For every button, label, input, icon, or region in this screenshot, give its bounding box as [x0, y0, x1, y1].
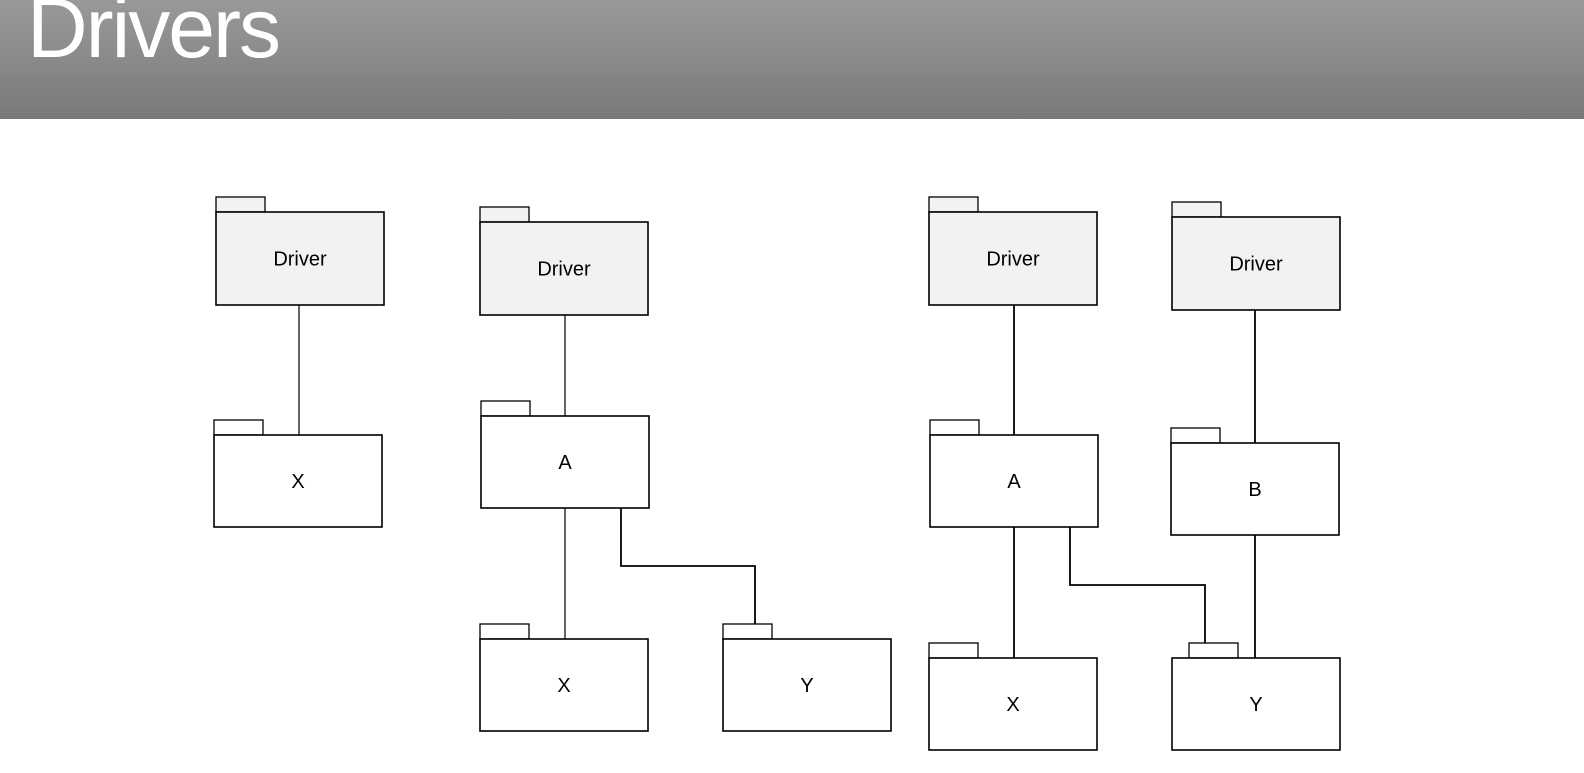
package-label: A — [1007, 471, 1021, 493]
package-body — [722, 638, 892, 732]
package-label: Y — [800, 675, 813, 697]
package-a: A — [480, 400, 650, 509]
package-tab — [480, 400, 531, 417]
package-x: X — [213, 419, 383, 528]
package-driver: Driver — [215, 196, 385, 306]
package-label: X — [557, 675, 570, 697]
package-tab — [928, 196, 979, 213]
package-tab — [213, 419, 264, 436]
package-body — [480, 415, 650, 509]
package-x: X — [928, 642, 1098, 751]
package-driver: Driver — [479, 206, 649, 316]
package-tab — [479, 206, 530, 223]
package-label: X — [291, 471, 304, 493]
package-tab — [215, 196, 266, 213]
package-y: Y — [1171, 642, 1341, 751]
package-label: Driver — [273, 249, 327, 271]
header-banner: Drivers — [0, 0, 1584, 119]
package-x: X — [479, 623, 649, 732]
link-layer — [298, 305, 1256, 658]
package-tab — [928, 642, 979, 659]
package-label: Driver — [537, 259, 591, 281]
link-a-to-y — [1069, 527, 1206, 643]
package-tab — [722, 623, 773, 640]
package-driver: Driver — [1171, 201, 1341, 311]
package-tab — [1171, 201, 1222, 218]
package-label: Driver — [1229, 254, 1283, 276]
package-body — [1170, 442, 1340, 536]
package-body — [1171, 657, 1341, 751]
package-label: B — [1248, 479, 1261, 501]
package-tab — [1188, 642, 1239, 659]
package-body — [215, 211, 385, 306]
package-tab — [479, 623, 530, 640]
package-label: X — [1006, 694, 1019, 716]
package-body — [1171, 216, 1341, 311]
package-label: A — [558, 452, 572, 474]
package-body — [479, 638, 649, 732]
package-b: B — [1170, 427, 1340, 536]
package-driver: Driver — [928, 196, 1098, 306]
link-a-to-y — [620, 508, 756, 624]
package-body — [928, 211, 1098, 306]
package-a: A — [929, 419, 1099, 528]
package-body — [928, 657, 1098, 751]
page-title: Drivers — [27, 0, 281, 75]
package-tab — [929, 419, 980, 436]
package-body — [479, 221, 649, 316]
package-label: Driver — [986, 249, 1040, 271]
package-body — [929, 434, 1099, 528]
package-body — [213, 434, 383, 528]
package-y: Y — [722, 623, 892, 732]
package-tab — [1170, 427, 1221, 444]
package-label: Y — [1249, 694, 1262, 716]
